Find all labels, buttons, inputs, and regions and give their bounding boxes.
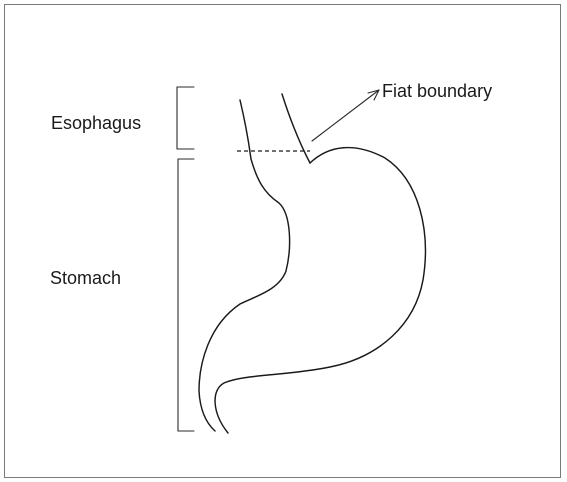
stomach-label: Stomach bbox=[50, 269, 121, 287]
esophagus-label: Esophagus bbox=[51, 114, 141, 132]
esophagus-bracket bbox=[177, 87, 194, 149]
fiat-boundary-arrow-line bbox=[312, 90, 379, 141]
esophagus-left-wall bbox=[199, 100, 290, 431]
stomach-outer-curvature bbox=[215, 148, 425, 433]
fiat-boundary-label: Fiat boundary bbox=[382, 82, 492, 100]
esophagus-right-wall bbox=[282, 94, 310, 163]
stomach-bracket bbox=[178, 159, 194, 431]
